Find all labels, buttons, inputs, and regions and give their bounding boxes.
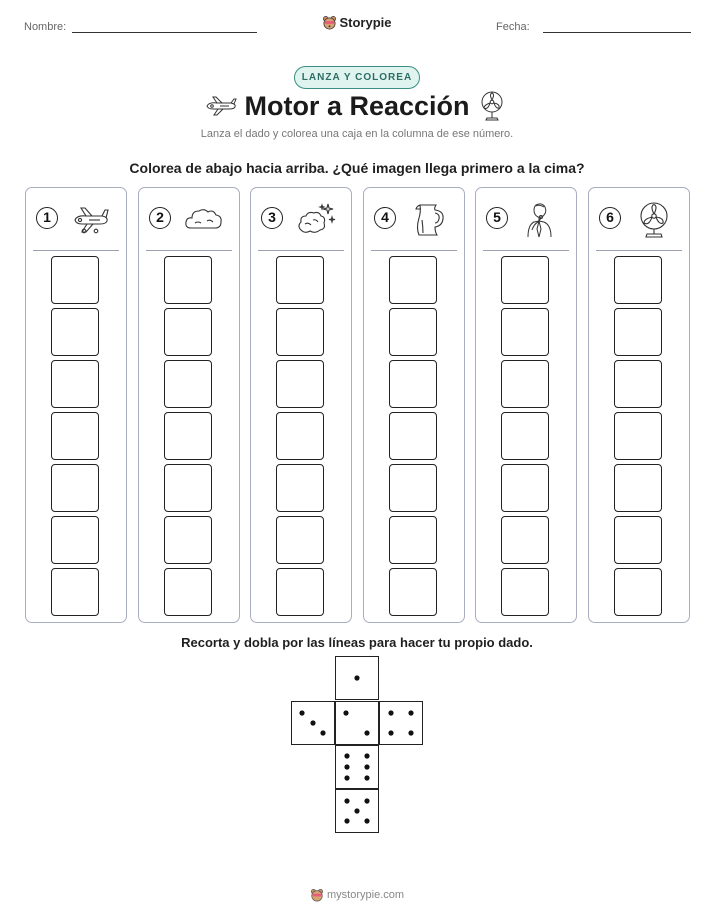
bear-logo-icon [323,16,337,30]
color-box[interactable] [614,568,662,616]
column-number: 4 [374,207,396,229]
instruction-question: Colorea de abajo hacia arriba. ¿Qué imag… [129,160,585,176]
color-box[interactable] [276,308,324,356]
color-box[interactable] [614,360,662,408]
color-box[interactable] [614,516,662,564]
color-box[interactable] [51,464,99,512]
activity-badge: LANZA Y COLOREA [294,66,420,89]
color-box[interactable] [164,464,212,512]
color-box[interactable] [614,464,662,512]
column-divider [483,250,569,251]
bear-logo-icon [310,888,323,902]
date-label: Fecha: [496,21,530,33]
airplane-icon [74,207,109,234]
color-box[interactable] [501,308,549,356]
color-box[interactable] [51,308,99,356]
name-label: Nombre: [24,21,67,33]
color-box[interactable] [164,308,212,356]
column-number: 2 [149,207,171,229]
smoke-puff-icon [298,203,336,233]
name-line[interactable] [72,32,257,33]
color-box[interactable] [389,568,437,616]
dice-instruction: Recorta y dobla por las líneas para hace… [181,635,533,650]
cloud-icon [185,209,222,229]
color-box[interactable] [164,360,212,408]
column-number: 3 [261,207,283,229]
color-box[interactable] [389,516,437,564]
page-subtitle: Lanza el dado y colorea una caja en la c… [200,128,514,140]
color-box[interactable] [276,516,324,564]
column-number: 6 [599,207,621,229]
date-line[interactable] [543,32,691,33]
column-divider [371,250,457,251]
color-box[interactable] [164,256,212,304]
brand-logo: Storypie [0,14,714,30]
column-divider [146,250,232,251]
column-divider [596,250,682,251]
column-1: 1 [25,187,127,623]
column-4: 4 [363,187,465,623]
footer: mystorypie.com [0,888,714,902]
color-box[interactable] [276,568,324,616]
color-box[interactable] [164,516,212,564]
column-3: 3 [250,187,352,623]
fan-icon [640,202,668,238]
column-divider [258,250,344,251]
color-box[interactable] [276,256,324,304]
color-box[interactable] [276,464,324,512]
die-face-1[interactable] [335,656,379,700]
column-divider [33,250,119,251]
brand-name: Storypie [339,15,392,31]
color-box[interactable] [51,360,99,408]
color-box[interactable] [501,256,549,304]
color-box[interactable] [501,412,549,460]
color-box[interactable] [389,412,437,460]
column-6: 6 [588,187,690,623]
die-face-3[interactable] [291,701,335,745]
color-box[interactable] [389,464,437,512]
die-face-2[interactable] [335,701,379,745]
color-box[interactable] [614,308,662,356]
column-number: 1 [36,207,58,229]
color-box[interactable] [276,412,324,460]
die-face-5[interactable] [335,789,379,833]
color-box[interactable] [51,412,99,460]
color-box[interactable] [501,360,549,408]
color-box[interactable] [614,412,662,460]
color-box[interactable] [164,568,212,616]
color-box[interactable] [501,516,549,564]
jug-icon [415,204,444,236]
die-face-4[interactable] [379,701,423,745]
footer-url[interactable]: mystorypie.com [327,889,405,901]
die-face-6[interactable] [335,745,379,789]
column-5: 5 [475,187,577,623]
color-box[interactable] [276,360,324,408]
color-box[interactable] [51,568,99,616]
column-2: 2 [138,187,240,623]
man-thinking-icon [527,203,552,238]
color-box[interactable] [51,256,99,304]
color-box[interactable] [501,568,549,616]
color-box[interactable] [164,412,212,460]
column-number: 5 [486,207,508,229]
color-box[interactable] [389,360,437,408]
color-box[interactable] [614,256,662,304]
color-box[interactable] [51,516,99,564]
airplane-icon [206,96,237,116]
color-box[interactable] [389,256,437,304]
page-title: Motor a Reacción [244,91,470,121]
fan-icon [481,91,503,121]
color-box[interactable] [389,308,437,356]
color-box[interactable] [501,464,549,512]
